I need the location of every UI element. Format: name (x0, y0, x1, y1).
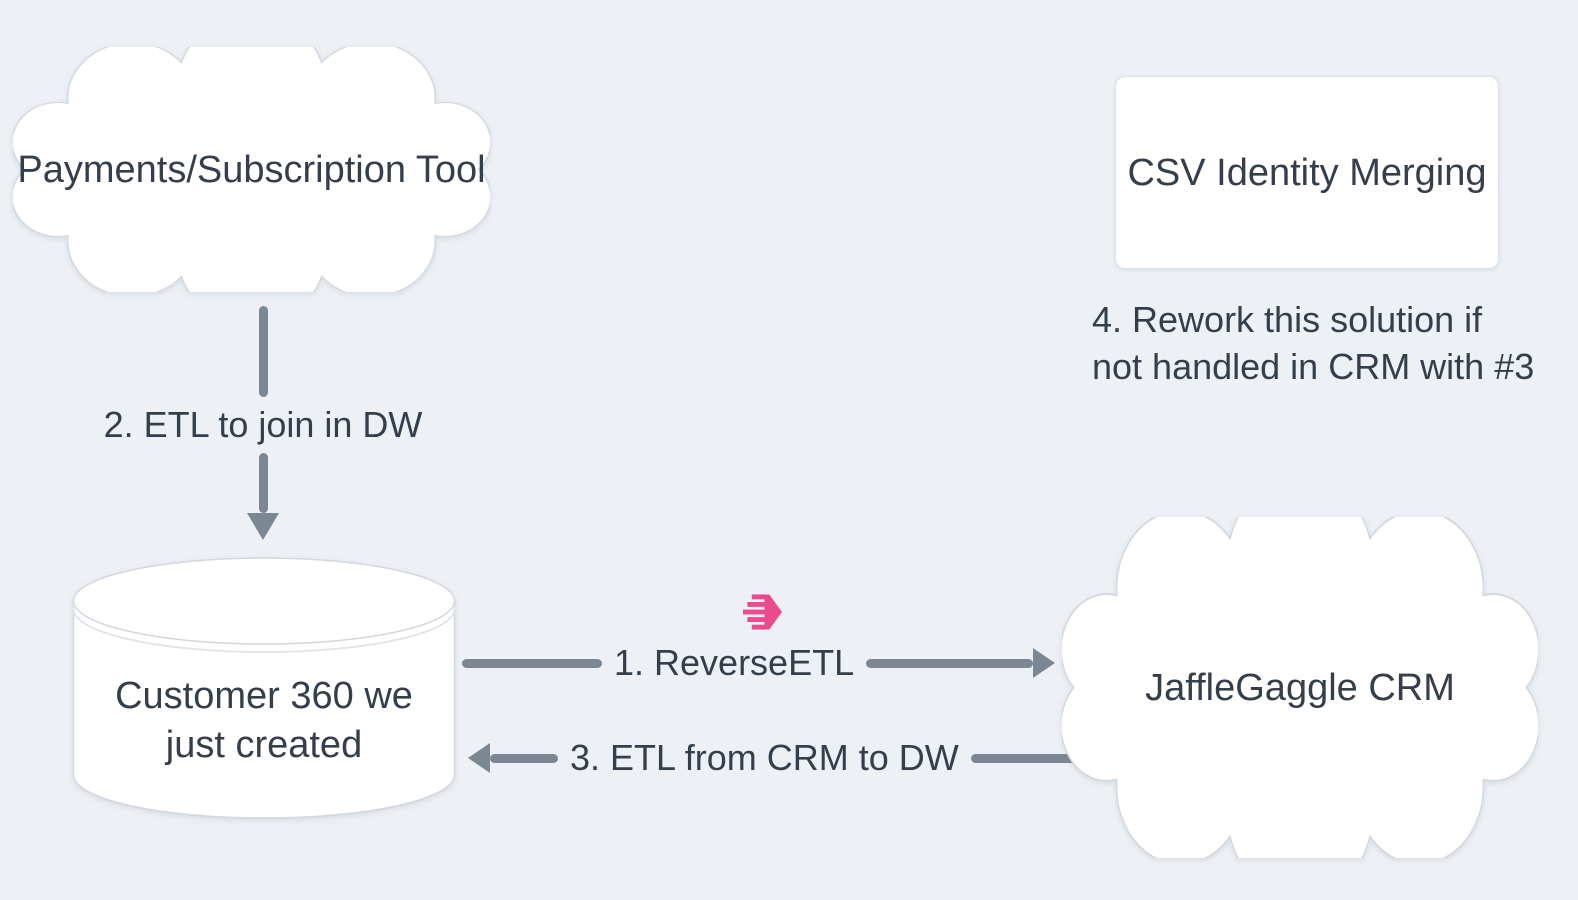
edge-line (462, 658, 602, 668)
node-payments-tool-label: Payments/Subscription Tool (17, 148, 486, 191)
edge-reverse-etl[interactable]: 1. ReverseETL (462, 641, 1055, 685)
edge-reverse-etl-label: 1. ReverseETL (614, 642, 855, 683)
rework-note-line1: 4. Rework this solution if (1092, 299, 1483, 340)
edge-etl-to-dw-label: 2. ETL to join in DW (103, 404, 423, 445)
node-payments-tool[interactable]: Payments/Subscription Tool (13, 47, 490, 292)
node-jafflegaggle-crm-label: JaffleGaggle CRM (1145, 666, 1455, 709)
node-jafflegaggle-crm[interactable]: JaffleGaggle CRM (1062, 517, 1538, 858)
database-cylinder-shape (72, 557, 456, 819)
census-logo-icon (743, 594, 782, 630)
node-csv-identity-merging-label: CSV Identity Merging (1127, 151, 1487, 194)
edge-line (490, 753, 558, 763)
edge-etl-from-crm-label: 3. ETL from CRM to DW (570, 737, 959, 778)
edge-line (970, 753, 1105, 763)
edge-line (866, 658, 1033, 668)
rework-note: 4. Rework this solution if not handled i… (1092, 296, 1534, 390)
cloud-shape (13, 47, 490, 292)
node-customer-360-label-line1: Customer 360 we (115, 675, 413, 717)
arrowhead-left-icon (468, 743, 490, 773)
rework-note-line2: not handled in CRM with #3 (1092, 346, 1535, 387)
edge-etl-from-crm[interactable]: 3. ETL from CRM to DW (468, 736, 1105, 780)
node-customer-360-label-line2: just created (165, 724, 363, 766)
cloud-shape (1062, 517, 1538, 858)
edge-line (258, 453, 268, 513)
arrowhead-down-icon (247, 513, 279, 540)
edge-line (258, 306, 268, 397)
arrowhead-right-icon (1033, 648, 1055, 678)
node-csv-identity-merging[interactable]: CSV Identity Merging (1115, 76, 1499, 269)
node-customer-360-warehouse[interactable]: Customer 360 we just created (72, 556, 456, 820)
edge-etl-to-dw[interactable]: 2. ETL to join in DW (93, 306, 433, 540)
node-customer-360-label: Customer 360 we just created (72, 672, 456, 770)
